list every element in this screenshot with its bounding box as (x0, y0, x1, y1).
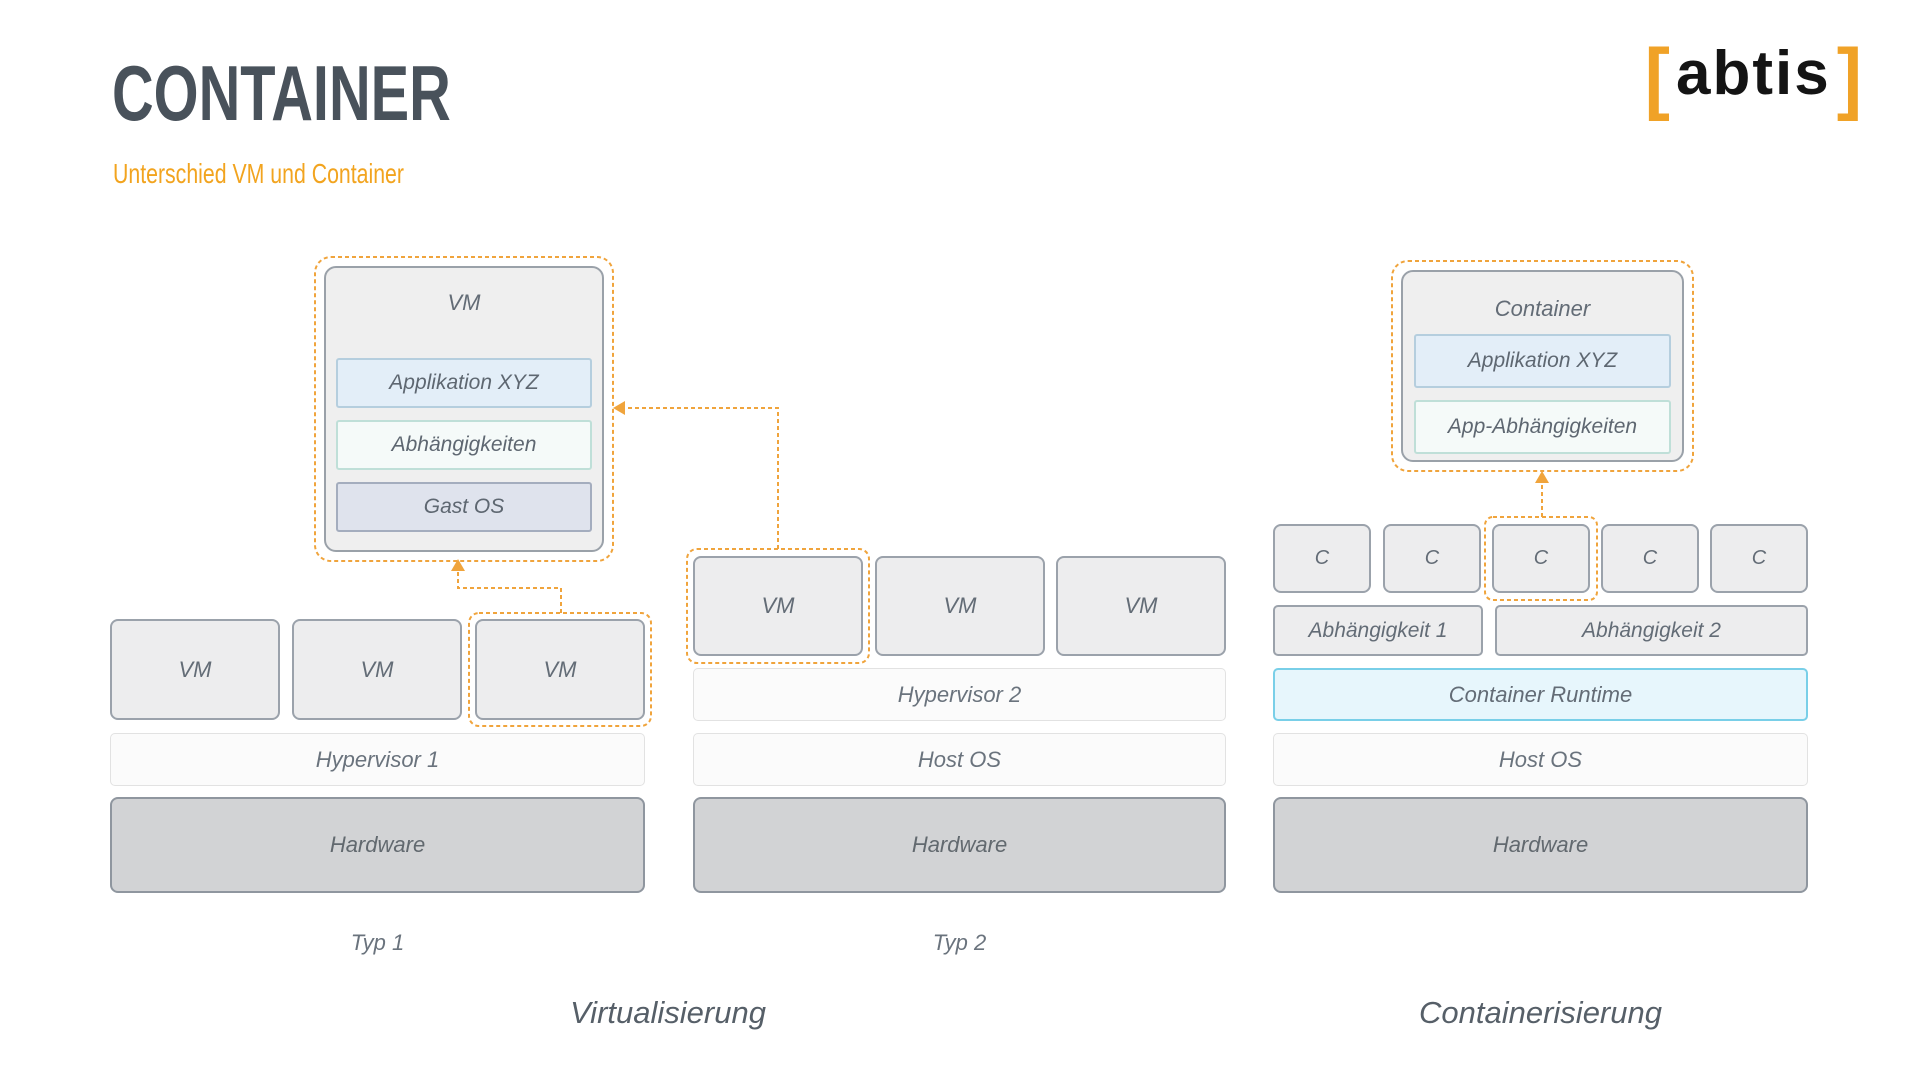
arrowhead-left-vm-detail (613, 401, 625, 415)
typ2-hardware: Hardware (693, 797, 1226, 893)
container-hardware: Hardware (1273, 797, 1808, 893)
typ2-vm-2: VM (875, 556, 1045, 656)
container-layer-applikation: Applikation XYZ (1414, 334, 1671, 388)
container-dep-2: Abhängigkeit 2 (1495, 605, 1808, 656)
typ1-vm-1: VM (110, 619, 280, 720)
container-detail-box: Container Applikation XYZ App-Abhängigke… (1401, 270, 1684, 462)
typ1-hardware: Hardware (110, 797, 645, 893)
container-c-5: C (1710, 524, 1808, 593)
container-c-2: C (1383, 524, 1481, 593)
vm-detail-title: VM (447, 290, 481, 315)
connector-typ2-vm1-to-detail (621, 407, 779, 549)
page-subtitle: Unterschied VM und Container (113, 158, 404, 189)
section-label-virtualisierung: Virtualisierung (570, 995, 766, 1030)
abtis-logo: [ abtis ] (1644, 32, 1862, 123)
typ2-vm-1: VM (693, 556, 863, 656)
container-layer-app-abhaengigkeiten: App-Abhängigkeiten (1414, 400, 1671, 454)
logo-text: abtis (1675, 39, 1831, 108)
vm-detail-box: VM Applikation XYZ Abhängigkeiten Gast O… (324, 266, 604, 552)
arrowhead-up-vm-detail (451, 559, 465, 571)
container-host-os: Host OS (1273, 733, 1808, 786)
typ1-vm-3: VM (475, 619, 645, 720)
vm-layer-gast-os: Gast OS (336, 482, 592, 532)
typ2-hypervisor: Hypervisor 2 (693, 668, 1226, 721)
typ2-host-os: Host OS (693, 733, 1226, 786)
logo-left-bracket-icon: [ (1644, 32, 1670, 123)
section-label-containerisierung: Containerisierung (1419, 995, 1662, 1030)
container-c-4: C (1601, 524, 1699, 593)
container-c-1: C (1273, 524, 1371, 593)
arrowhead-up-container-detail (1535, 471, 1549, 483)
typ1-vm-2: VM (292, 619, 462, 720)
typ1-hypervisor: Hypervisor 1 (110, 733, 645, 786)
logo-right-bracket-icon: ] (1836, 32, 1862, 123)
typ2-label: Typ 2 (932, 930, 987, 955)
vm-layer-applikation: Applikation XYZ (336, 358, 592, 408)
container-dep-1: Abhängigkeit 1 (1273, 605, 1483, 656)
vm-layer-abhaengigkeiten: Abhängigkeiten (336, 420, 592, 470)
connector-typ1-vm3-to-detail (457, 567, 562, 613)
container-runtime: Container Runtime (1273, 668, 1808, 721)
page-title: CONTAINER (112, 49, 451, 137)
container-detail-title: Container (1494, 296, 1591, 321)
typ2-vm-3: VM (1056, 556, 1226, 656)
typ1-label: Typ 1 (350, 930, 405, 955)
container-c-3: C (1492, 524, 1590, 593)
